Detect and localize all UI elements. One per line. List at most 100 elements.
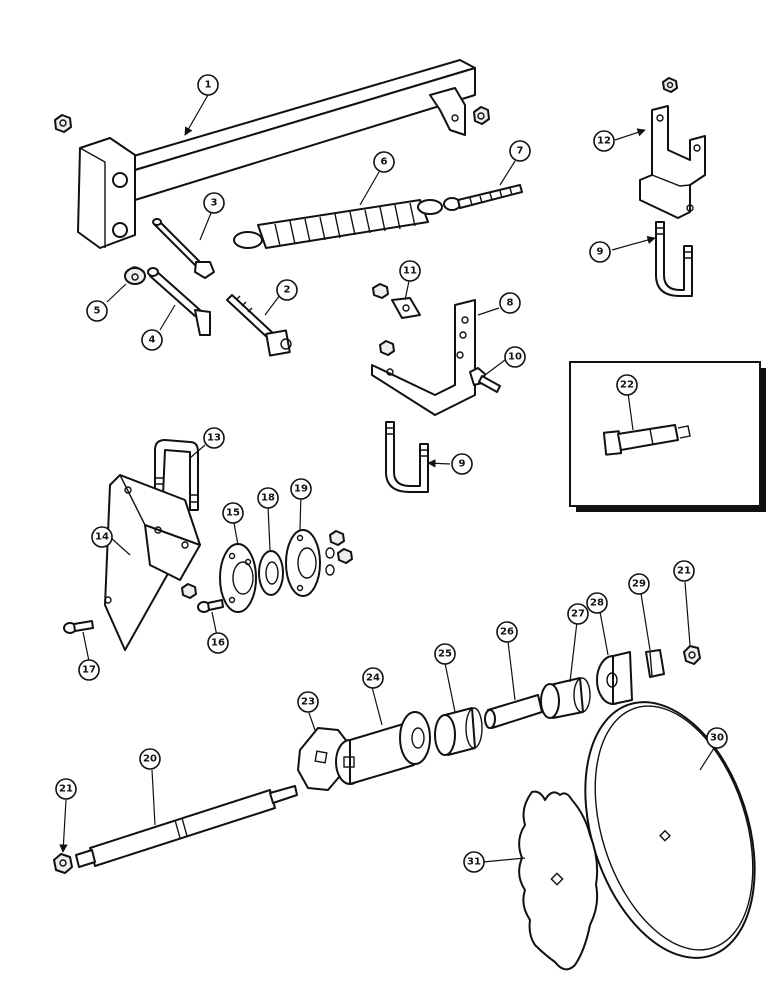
svg-text:9: 9: [459, 459, 466, 470]
svg-text:17: 17: [82, 665, 96, 676]
callout-9b: 9: [451, 453, 473, 475]
svg-text:14: 14: [95, 532, 109, 543]
svg-text:1: 1: [205, 80, 212, 91]
callout-9a: 9: [589, 241, 611, 263]
svg-text:4: 4: [149, 335, 156, 346]
nut-21-left: [53, 853, 73, 874]
callout-7: 7: [509, 140, 531, 162]
callout-6: 6: [373, 151, 395, 173]
callout-19: 19: [290, 478, 312, 500]
bracket-12: [639, 77, 706, 219]
flange-19: [285, 529, 321, 597]
callout-10: 10: [504, 346, 526, 368]
spring-6: [233, 199, 443, 249]
svg-text:15: 15: [226, 508, 240, 519]
nut-right: [473, 106, 490, 125]
bushing-25: [434, 707, 483, 756]
square-washer-29: [645, 649, 665, 678]
callout-21b: 21: [673, 560, 695, 582]
pin-4: [147, 267, 211, 336]
callout-31: 31: [463, 851, 485, 873]
nuts-set: [325, 530, 353, 576]
shaft-20: [75, 785, 298, 868]
bolt-2: [226, 294, 292, 357]
callout-23: 23: [297, 691, 319, 713]
callout-28: 28: [586, 592, 608, 614]
callout-25: 25: [434, 643, 456, 665]
u-bolt-9b: [385, 421, 429, 493]
bushing-27: [540, 677, 591, 719]
svg-text:24: 24: [366, 673, 380, 684]
svg-text:10: 10: [508, 352, 522, 363]
svg-text:12: 12: [597, 136, 611, 147]
tube-26: [484, 694, 543, 729]
callout-30: 30: [706, 727, 728, 749]
svg-text:5: 5: [94, 306, 101, 317]
svg-text:19: 19: [294, 484, 308, 495]
svg-text:8: 8: [507, 298, 514, 309]
callout-1: 1: [197, 74, 219, 96]
callout-18: 18: [257, 487, 279, 509]
callout-12: 12: [593, 130, 615, 152]
bearing-18: [258, 550, 284, 596]
u-bolt-9a: [655, 221, 693, 297]
svg-text:27: 27: [571, 609, 585, 620]
svg-text:2: 2: [284, 285, 291, 296]
square-plate-11: [372, 283, 421, 319]
callout-20: 20: [139, 748, 161, 770]
svg-text:18: 18: [261, 493, 275, 504]
eye-bolt-7: [443, 184, 523, 211]
callout-24: 24: [362, 667, 384, 689]
callout-27: 27: [567, 603, 589, 625]
leader-lines: [59, 94, 717, 863]
bolt-3: [152, 218, 215, 279]
flange-15: [219, 543, 257, 613]
callout-8: 8: [499, 292, 521, 314]
svg-text:7: 7: [517, 146, 524, 157]
callout-21a: 21: [55, 778, 77, 800]
callout-15: 15: [222, 502, 244, 524]
callout-29: 29: [628, 573, 650, 595]
svg-text:25: 25: [438, 649, 452, 660]
svg-text:21: 21: [59, 784, 73, 795]
bolt-10: [469, 367, 501, 393]
callout-13: 13: [203, 427, 225, 449]
inset-box: [569, 361, 766, 512]
callout-3: 3: [203, 192, 225, 214]
svg-text:11: 11: [403, 266, 417, 277]
svg-text:22: 22: [620, 380, 634, 391]
svg-text:23: 23: [301, 697, 315, 708]
svg-text:9: 9: [597, 247, 604, 258]
bearing-cap-28: [596, 651, 633, 705]
callout-17: 17: [78, 659, 100, 681]
lynch-pin-5: [124, 266, 146, 285]
callout-22: 22: [616, 374, 638, 396]
svg-text:20: 20: [143, 754, 157, 765]
svg-text:6: 6: [381, 157, 388, 168]
callout-26: 26: [496, 621, 518, 643]
nut-21-right: [683, 645, 701, 665]
angle-bracket-8: [371, 299, 476, 416]
svg-text:13: 13: [207, 433, 221, 444]
notched-disc-31: [518, 790, 599, 971]
svg-text:21: 21: [677, 566, 691, 577]
svg-text:3: 3: [211, 198, 218, 209]
callout-11: 11: [399, 260, 421, 282]
frame-bar: [77, 59, 476, 249]
callout-2: 2: [276, 279, 298, 301]
bolt-16: [197, 599, 224, 613]
svg-text:29: 29: [632, 579, 646, 590]
callout-4: 4: [141, 329, 163, 351]
callout-16: 16: [207, 632, 229, 654]
bolt-17: [63, 620, 94, 634]
nut-left: [54, 114, 72, 133]
svg-text:16: 16: [211, 638, 225, 649]
u-bolt-13: [154, 439, 199, 511]
svg-text:30: 30: [710, 733, 724, 744]
svg-text:26: 26: [500, 627, 514, 638]
bracket-14: [104, 474, 201, 651]
spool-24: [335, 711, 431, 785]
callout-5: 5: [86, 300, 108, 322]
callout-14: 14: [91, 526, 113, 548]
